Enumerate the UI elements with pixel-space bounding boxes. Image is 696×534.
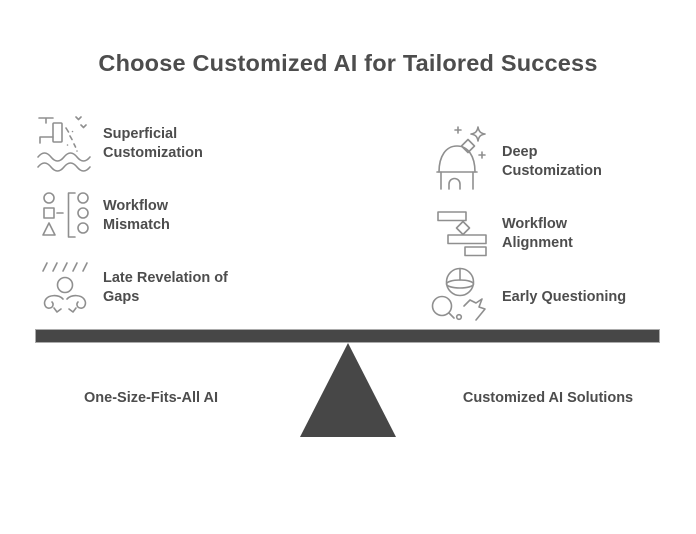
dripping-tap-icon [36, 110, 94, 174]
item-label-workflow-alignment: Workflow Alignment [502, 216, 573, 251]
flowchart-icon [434, 208, 498, 262]
item-label-superficial-customization: Superficial Customization [103, 126, 203, 161]
observatory-icon [432, 124, 490, 190]
item-label-late-revelation-of-gaps: Late Revelation of Gaps [103, 270, 228, 305]
shrugging-person-icon [38, 258, 94, 314]
page-title: Choose Customized AI for Tailored Succes… [98, 50, 598, 76]
balance-beam [35, 329, 660, 343]
magnifier-head-icon [430, 262, 490, 326]
scale-right-label: Customized AI Solutions [462, 390, 634, 406]
item-label-early-questioning: Early Questioning [502, 289, 627, 305]
mismatched-shapes-icon [38, 190, 90, 240]
item-label-deep-customization: Deep Customization [502, 144, 602, 179]
item-label-workflow-mismatch: Workflow Mismatch [103, 198, 170, 233]
scale-left-label: One-Size-Fits-All AI [84, 390, 218, 406]
fulcrum-triangle [300, 343, 396, 437]
